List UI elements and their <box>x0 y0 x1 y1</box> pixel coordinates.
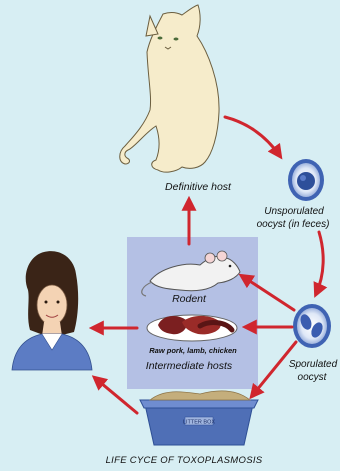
human-illustration <box>12 251 92 370</box>
sporulated-oocyst-icon <box>293 304 331 348</box>
litter-box-label: LITTER BOX <box>183 420 215 426</box>
arrow-unsporulated-to-sporulated <box>316 232 323 294</box>
raw-meat-plate-illustration <box>147 315 237 341</box>
rodent-label: Rodent <box>172 293 207 305</box>
meat-label: Raw pork, lamb, chicken <box>149 346 237 355</box>
cat-illustration <box>120 5 219 172</box>
arrow-cat-to-unsporulated <box>225 117 280 156</box>
sporulated-label-line1: Sporulated <box>289 359 338 370</box>
diagram-caption: LIFE CYCE OF TOXOPLASMOSIS <box>106 455 263 466</box>
unsporulated-label-line1: Unsporulated <box>264 206 324 217</box>
unsporulated-oocyst-icon <box>288 159 324 201</box>
intermediate-hosts-label: Intermediate hosts <box>146 360 233 372</box>
unsporulated-label-line2: oocyst (in feces) <box>257 219 330 230</box>
sporulated-label-line2: oocyst <box>298 372 328 383</box>
litter-box-illustration: LITTER BOX <box>140 391 258 445</box>
definitive-host-label: Definitive host <box>165 181 232 193</box>
